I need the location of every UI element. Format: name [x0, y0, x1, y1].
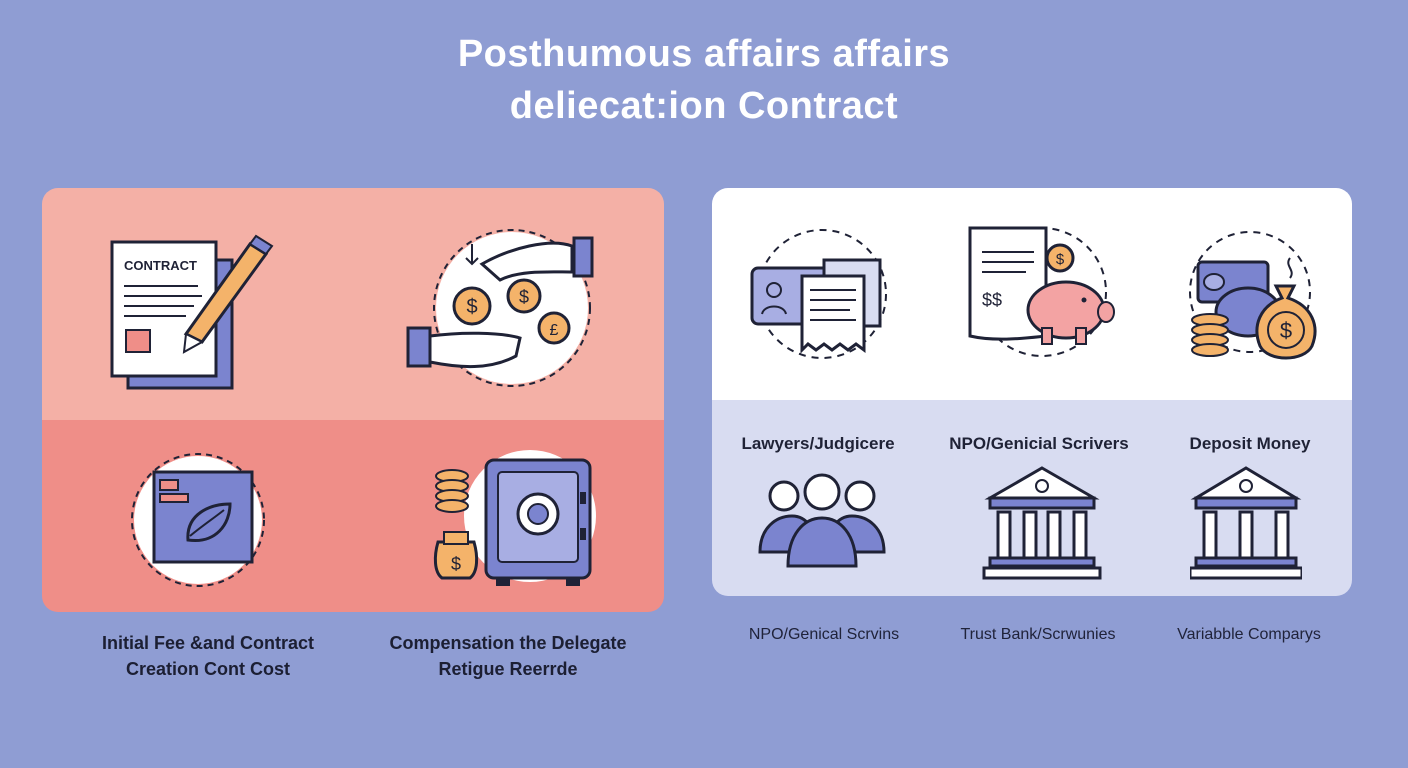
right-panel: $$ $ $ Lawyers/Judgicere NPO/Genicial Sc…	[712, 188, 1352, 596]
receipt-piggy-bank-icon: $$ $	[968, 226, 1115, 357]
column-header-deposit-money: Deposit Money	[1189, 434, 1311, 453]
people-group-icon	[758, 473, 886, 568]
cash-coins-money-bag-icon: $	[1189, 231, 1317, 360]
id-card-receipt-icon	[750, 229, 887, 359]
caption-initial-fee: Initial Fee &and Contract Creation Cont …	[101, 633, 315, 679]
contract-icon-label: CONTRACT	[124, 258, 197, 273]
bottom-label-variable-companies: Variabble Comparys	[1177, 626, 1321, 643]
svg-text:£: £	[550, 322, 559, 339]
bottom-label-npo: NPO/Genical Scrvins	[748, 626, 900, 643]
bottom-label-trust-bank: Trust Bank/Scrwunies	[960, 626, 1116, 643]
svg-text:$: $	[1056, 251, 1065, 268]
svg-text:$: $	[466, 296, 477, 318]
title-line-1: Posthumous affairs affairs	[457, 33, 951, 75]
title-line-2: deliecat:ion Contract	[509, 85, 899, 127]
svg-text:$: $	[451, 554, 461, 574]
svg-text:$: $	[519, 287, 529, 307]
document-leaf-icon	[131, 453, 265, 587]
coin-bag-icon: $	[433, 469, 479, 580]
bank-building-icon	[1190, 466, 1302, 580]
safe-icon	[484, 458, 592, 586]
pen-icon	[182, 234, 274, 354]
bank-building-icon	[982, 466, 1102, 580]
column-header-npo: NPO/Genicial Scrivers	[949, 434, 1129, 453]
left-panel: CONTRACT $ $ £	[42, 188, 664, 612]
svg-text:$: $	[1280, 318, 1292, 343]
column-header-lawyers: Lawyers/Judgicere	[741, 434, 895, 453]
hands-coins-icon: $ $ £	[406, 229, 594, 387]
contract-document-icon: CONTRACT	[110, 234, 274, 390]
page-title: Posthumous affairs affairs deliecat:ion …	[0, 28, 1408, 132]
caption-compensation: Compensation the Delegate Retigue Reerrd…	[389, 633, 627, 679]
coin-bag-safe-icon: $	[433, 450, 596, 586]
svg-text:$$: $$	[982, 290, 1002, 310]
